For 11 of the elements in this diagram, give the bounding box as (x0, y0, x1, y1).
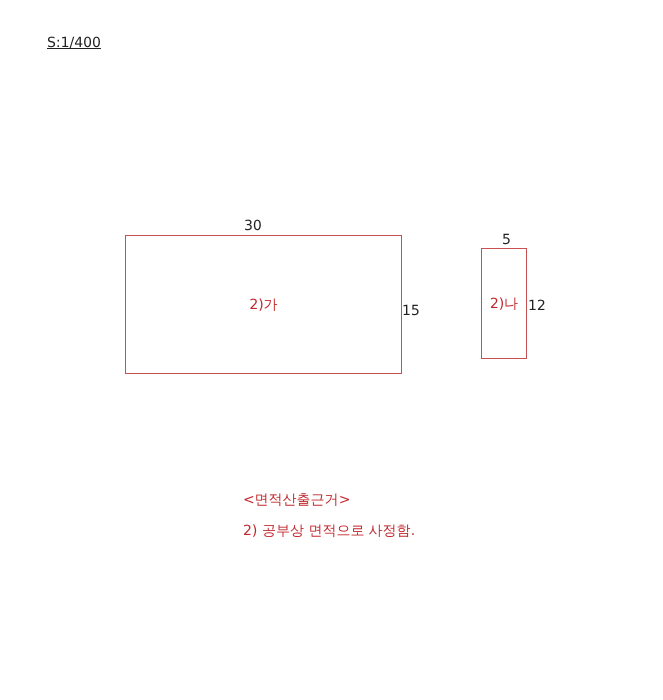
dimension-label: 12 (528, 298, 546, 314)
area-label: 2)나 (490, 294, 518, 312)
dimension-label: 30 (244, 218, 262, 234)
area-label: 2)가 (249, 296, 278, 314)
dimension-label: 15 (402, 303, 420, 319)
note-heading: <면적산출근거> (243, 491, 350, 509)
area-rectangle (481, 248, 527, 359)
note-text: 2) 공부상 면적으로 사정함. (243, 522, 416, 540)
dimension-label: 5 (502, 232, 511, 248)
area-rectangle (125, 235, 402, 374)
scale-note: S:1/400 (47, 35, 101, 51)
